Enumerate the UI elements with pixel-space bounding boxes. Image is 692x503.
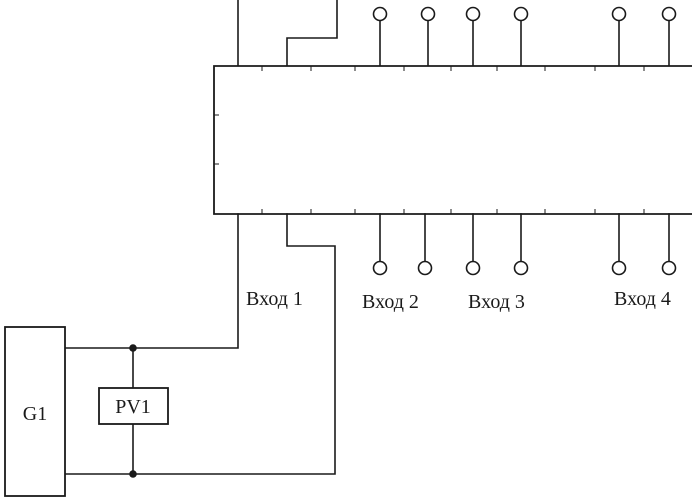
terminal-circle xyxy=(465,6,481,22)
terminal-circle xyxy=(611,260,627,276)
voltmeter-pv1 xyxy=(98,387,169,425)
terminal-circle xyxy=(420,6,436,22)
terminal-circle xyxy=(372,6,388,22)
chip-block xyxy=(213,65,692,215)
terminal-circle xyxy=(611,6,627,22)
top-wire-step xyxy=(286,0,338,67)
terminal-circle xyxy=(372,260,388,276)
terminal-circle xyxy=(661,260,677,276)
input1-wire-b xyxy=(65,213,336,475)
input-4-label: Вход 4 xyxy=(614,288,671,310)
junction-dot-top xyxy=(129,344,137,352)
terminal-circle xyxy=(661,6,677,22)
top-terminals xyxy=(372,6,677,67)
generator-g1 xyxy=(4,326,66,497)
input-3-label: Вход 3 xyxy=(468,291,525,313)
voltmeter-label: PV1 xyxy=(115,396,151,418)
terminal-circle xyxy=(417,260,433,276)
input-2-label: Вход 2 xyxy=(362,291,419,313)
bottom-terminals xyxy=(372,213,677,276)
generator-label: G1 xyxy=(23,403,47,425)
input-1-label: Вход 1 xyxy=(246,288,303,310)
junction-dot-bottom xyxy=(129,470,137,478)
terminal-circle xyxy=(513,260,529,276)
terminal-circle xyxy=(513,6,529,22)
input1-wire-a xyxy=(65,213,239,349)
terminal-circle xyxy=(465,260,481,276)
chip-pin-ticks xyxy=(214,66,645,214)
